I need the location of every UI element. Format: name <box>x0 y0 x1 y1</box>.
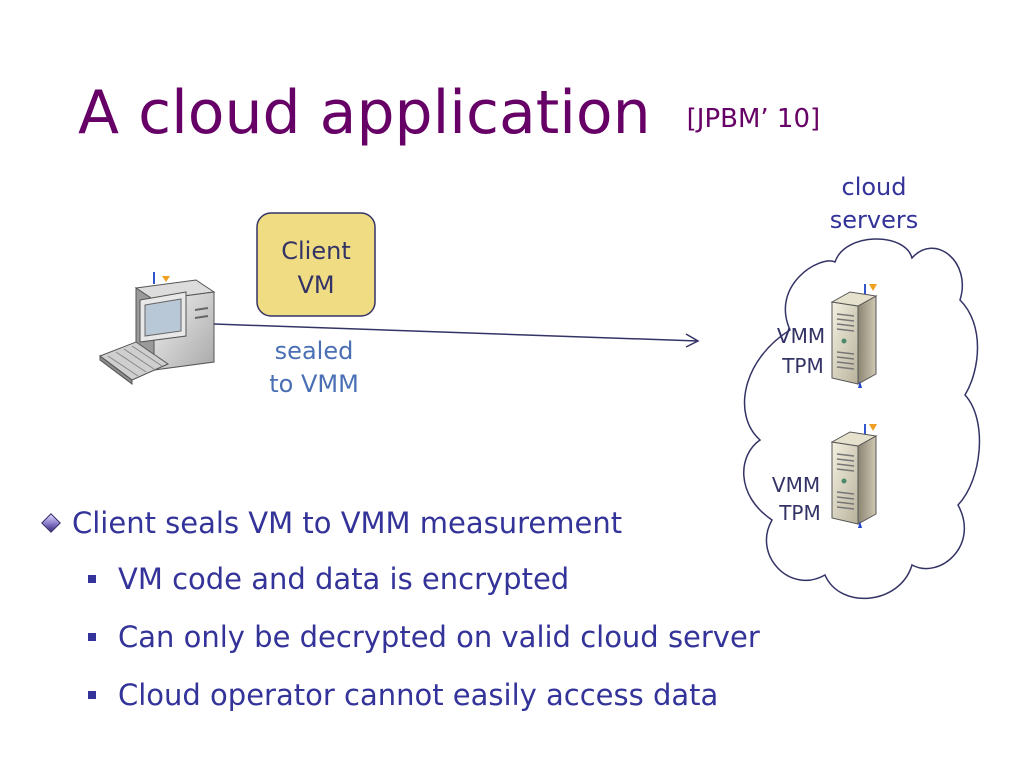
sub-bullet: Cloud operator cannot easily access data <box>88 678 718 712</box>
title-text: A cloud application <box>78 78 651 148</box>
server-icon <box>831 283 878 389</box>
bullet-main: Client seals VM to VMM measurement <box>40 506 622 540</box>
square-bullet-icon <box>88 575 96 583</box>
server-icon <box>831 423 878 529</box>
client-vm-box <box>256 212 376 317</box>
desktop-computer-icon <box>98 272 216 385</box>
diamond-bullet-icon <box>41 513 61 533</box>
square-bullet-icon <box>88 633 96 641</box>
server2-label-line1: VMM <box>772 473 820 497</box>
square-bullet-icon <box>88 691 96 699</box>
sub-bullet: VM code and data is encrypted <box>88 562 569 596</box>
sub-bullet: Can only be decrypted on valid cloud ser… <box>88 620 760 654</box>
server1-label-line2: TPM <box>781 354 824 378</box>
server1-label-line1: VMM <box>777 324 825 348</box>
server2-label-line2: TPM <box>778 501 821 525</box>
sub-bullet-text: Can only be decrypted on valid cloud ser… <box>118 620 760 654</box>
bullet-main-text: Client seals VM to VMM measurement <box>72 506 623 540</box>
arrow-label-line2: to VMM <box>269 370 359 398</box>
citation: [JPBM’ 10] <box>686 104 821 134</box>
client-vm-label-line2: VM <box>297 271 334 299</box>
sub-bullet-text: Cloud operator cannot easily access data <box>118 678 719 712</box>
arrow-label-line1: sealed <box>275 337 354 365</box>
cloud-shape <box>743 238 981 600</box>
cloud-label-line1: cloud <box>842 173 907 201</box>
seal-arrow <box>213 323 700 348</box>
sub-bullet-text: VM code and data is encrypted <box>118 562 570 596</box>
client-vm-label-line1: Client <box>281 237 350 265</box>
cloud-label-line2: servers <box>830 206 918 234</box>
slide-title: A cloud application [JPBM’ 10] <box>78 78 820 148</box>
